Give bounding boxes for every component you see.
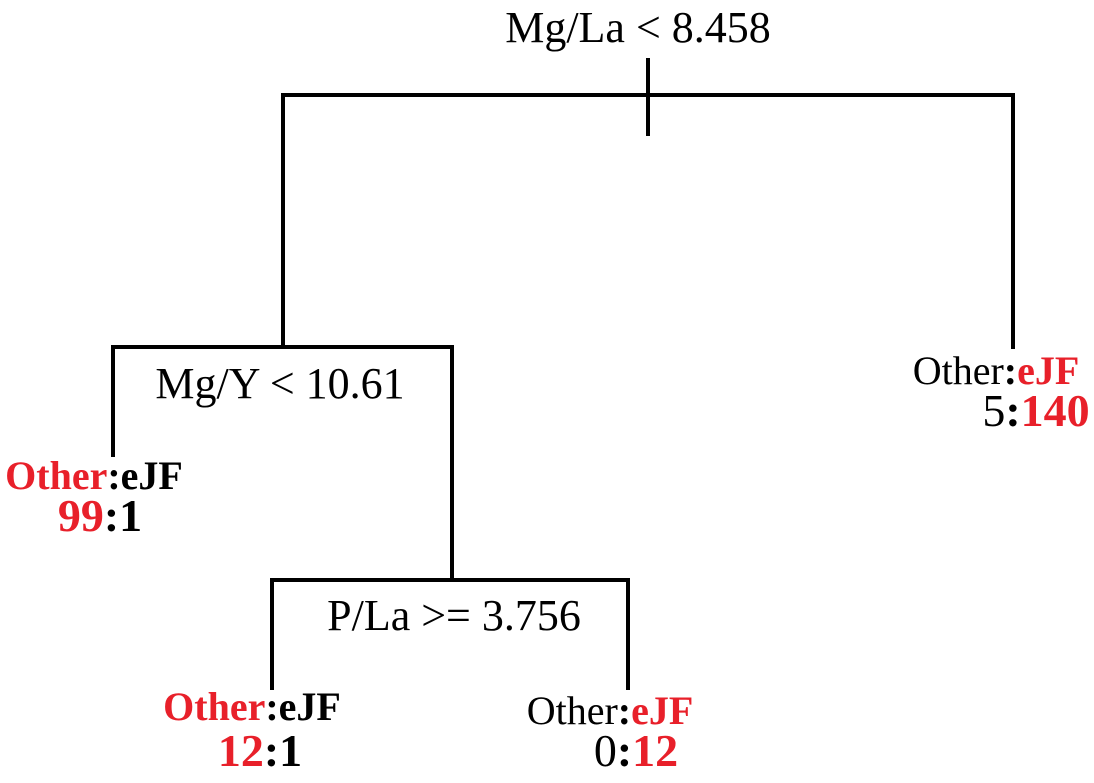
leaf-count-b: 1: [279, 725, 302, 776]
leaf-class-a: Other: [5, 453, 107, 498]
leaf-counts: 0:12: [594, 725, 678, 776]
leaf-count-b: 12: [632, 725, 678, 776]
leaf-class-b: eJF: [121, 453, 183, 498]
leaf-class-sep: :: [265, 684, 278, 729]
left-split-label: Mg/Y < 10.61: [155, 359, 404, 408]
leaf-class-a: Other: [527, 688, 618, 733]
leaf-counts: 12:1: [218, 725, 302, 776]
leaf-node-right: Other:eJF 5:140: [913, 348, 1090, 436]
leaf-class-a: Other: [913, 348, 1004, 393]
leaf-class-sep: :: [107, 453, 120, 498]
leaf-class-b: eJF: [1017, 348, 1079, 393]
leaf-class-labels: Other:eJF: [527, 688, 694, 733]
leaf-count-b: 140: [1021, 385, 1090, 436]
leaf-class-labels: Other:eJF: [913, 348, 1080, 393]
leaf-count-sep: :: [617, 725, 632, 776]
root-split-label: Mg/La < 8.458: [505, 3, 771, 52]
leaf-class-b: eJF: [279, 684, 341, 729]
leaf-count-a: 5: [982, 385, 1005, 436]
leaf-count-a: 12: [218, 725, 264, 776]
leaf-class-a: Other: [163, 684, 265, 729]
leaf-count-sep: :: [264, 725, 279, 776]
leaf-class-labels: Other:eJF: [163, 684, 341, 729]
leaf-class-sep: :: [1004, 348, 1017, 393]
leaf-count-a: 0: [594, 725, 617, 776]
leaf-counts: 99:1: [58, 490, 142, 541]
leaf-node-lower-right: Other:eJF 0:12: [527, 688, 694, 776]
leaf-count-a: 99: [58, 490, 104, 541]
leaf-count-b: 1: [119, 490, 142, 541]
leaf-node-left: Other:eJF 99:1: [5, 453, 183, 541]
leaf-count-sep: :: [1005, 385, 1020, 436]
leaf-count-sep: :: [104, 490, 119, 541]
leaf-class-labels: Other:eJF: [5, 453, 183, 498]
leaf-counts: 5:140: [982, 385, 1089, 436]
leaf-class-b: eJF: [631, 688, 693, 733]
leaf-node-lower-left: Other:eJF 12:1: [163, 684, 341, 776]
leaf-class-sep: :: [618, 688, 631, 733]
lower-split-label: P/La >= 3.756: [327, 591, 581, 640]
